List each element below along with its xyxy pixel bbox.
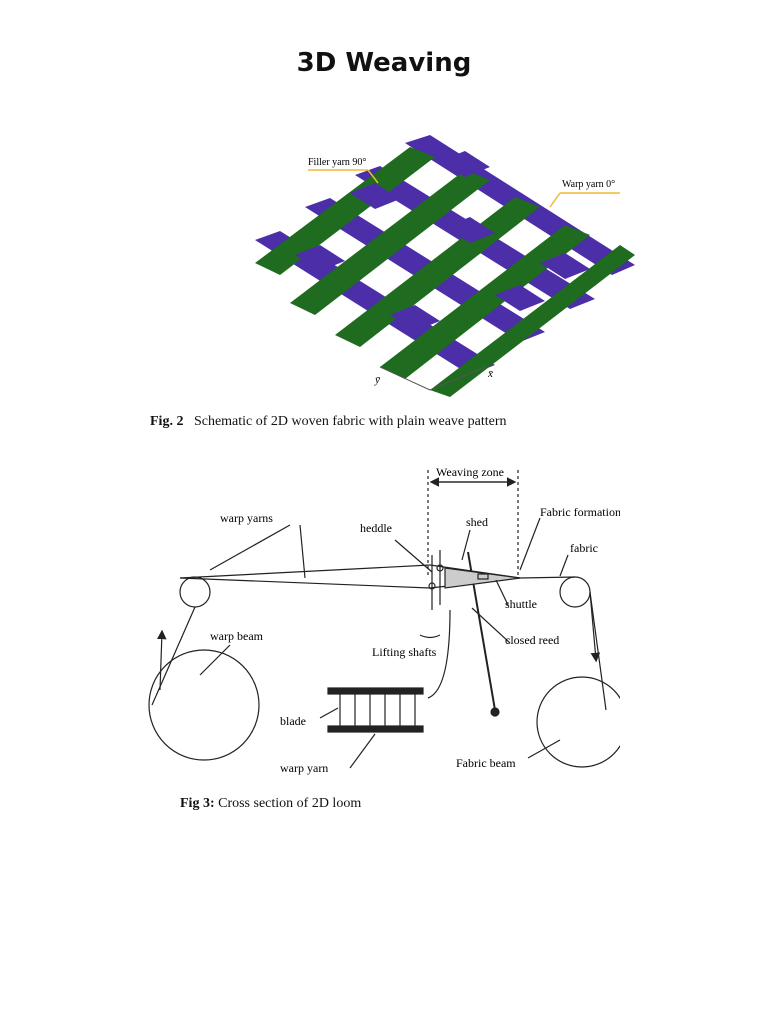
axis-x-label: x̄ — [487, 368, 493, 380]
shed-label: shed — [466, 515, 488, 529]
figure3-caption: Fig 3: Cross section of 2D loom — [180, 796, 361, 812]
axis-y-label: ȳ — [374, 374, 381, 386]
figure3-caption-text: Cross section of 2D loom — [218, 796, 362, 811]
page-title: 3D Weaving — [296, 48, 472, 78]
plain-weave-diagram: Filler yarn 90° Warp yarn 0° ȳ x̄ — [255, 135, 635, 397]
blade-label: blade — [280, 714, 306, 728]
filler-yarn-label: Filler yarn 90° — [308, 157, 366, 168]
warp-yarns-label: warp yarns — [220, 511, 273, 525]
warp-yarn-label: warp yarn — [280, 761, 328, 775]
weaving-zone-label: Weaving zone — [436, 465, 504, 479]
figure-plain-weave: Filler yarn 90° Warp yarn 0° ȳ x̄ — [250, 135, 650, 400]
closed-reed-label: closed reed — [505, 633, 559, 647]
warp-yarn-label: Warp yarn 0° — [562, 179, 615, 190]
shuttle-label: shuttle — [505, 597, 537, 611]
heddle-label: heddle — [360, 521, 392, 535]
lifting-shafts-label: Lifting shafts — [372, 645, 437, 659]
fabric-formation-line-label: Fabric formation line — [540, 505, 620, 519]
figure3-caption-label: Fig 3: — [180, 796, 215, 811]
figure2-caption: Fig. 2 Schematic of 2D woven fabric with… — [150, 414, 507, 430]
loom-diagram: Weaving zone warp yarns heddle shed Fabr… — [148, 465, 642, 775]
figure-loom-cross-section: Weaving zone warp yarns heddle shed Fabr… — [140, 460, 642, 790]
fabric-beam-label: Fabric beam — [456, 756, 516, 770]
fabric-label: fabric — [570, 541, 598, 555]
figure2-caption-label: Fig. 2 — [150, 414, 184, 429]
filler-crossings — [295, 151, 590, 331]
figure2-caption-text: Schematic of 2D woven fabric with plain … — [193, 414, 507, 429]
warp-beam-label: warp beam — [210, 629, 264, 643]
